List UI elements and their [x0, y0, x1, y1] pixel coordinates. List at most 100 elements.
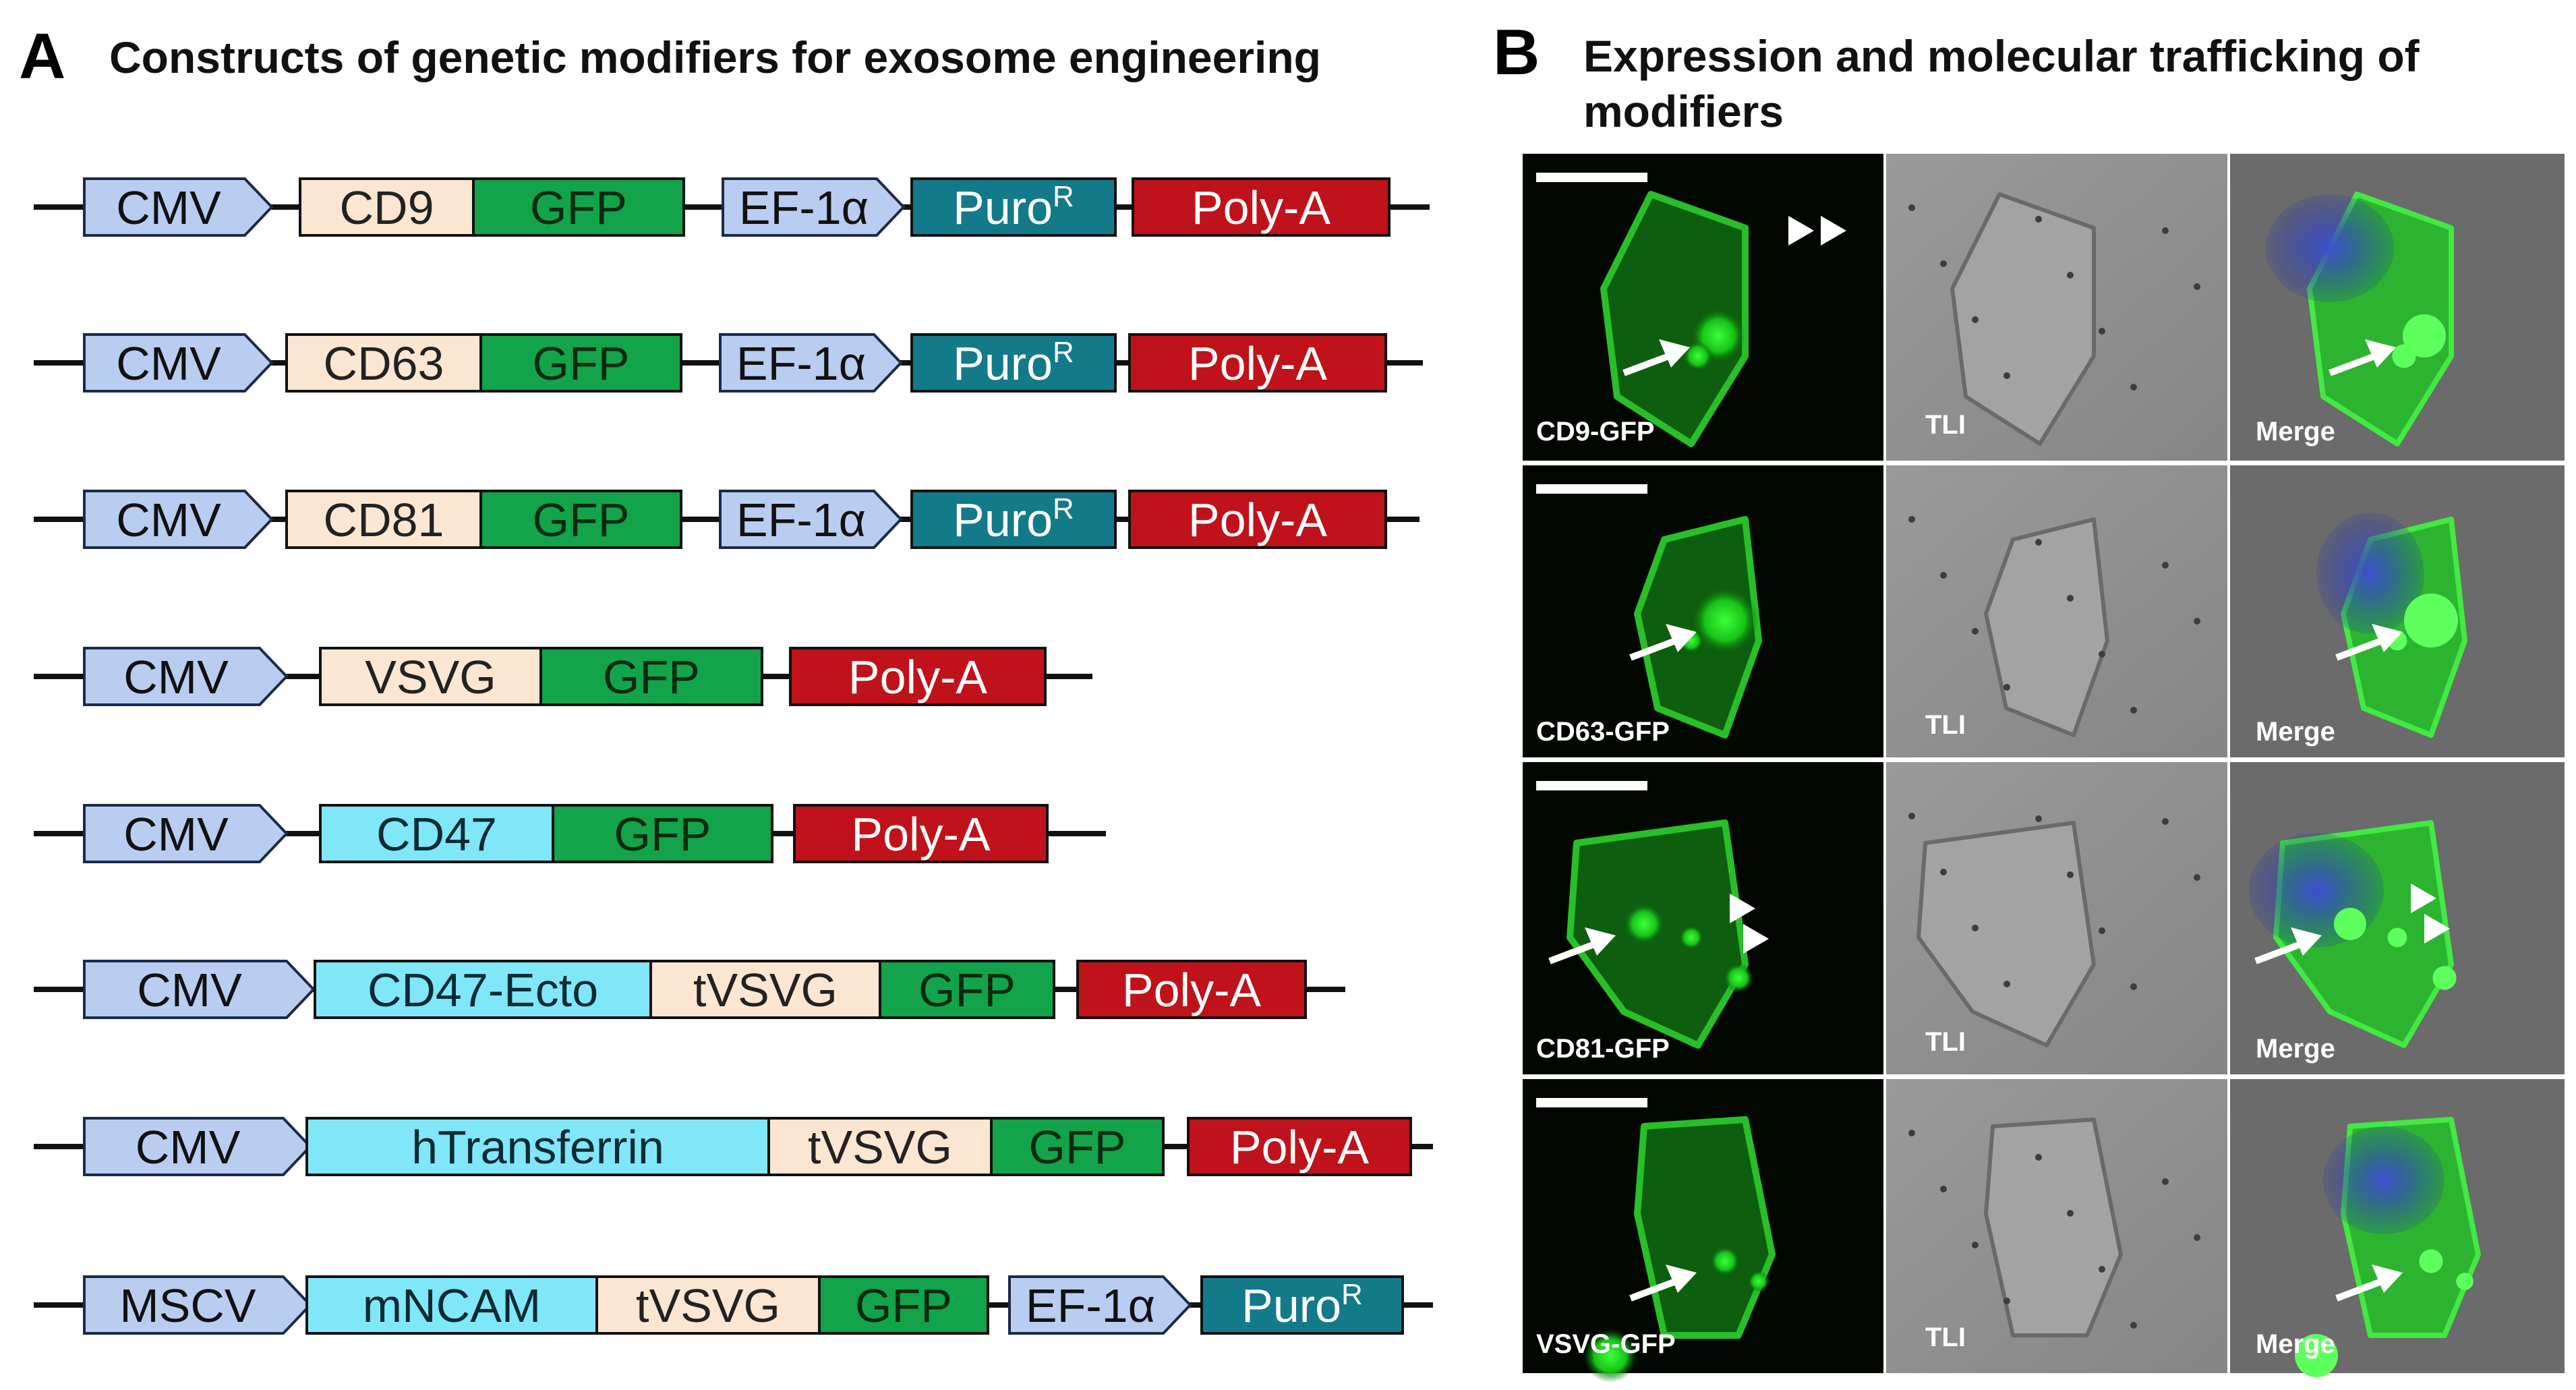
segment-label: EF-1α [1026, 1279, 1155, 1332]
vesicle [1679, 925, 1703, 950]
segment-label: EF-1α [739, 181, 869, 234]
vesicle [2334, 908, 2366, 940]
nucleus [2323, 1126, 2445, 1234]
cell-brightfield [1950, 192, 2096, 446]
debris-dot [1940, 572, 1947, 579]
vesicle [1583, 1329, 1637, 1383]
vesicle [2392, 344, 2416, 368]
debris-dot [2067, 871, 2074, 878]
promoter-arrow [83, 1117, 312, 1176]
vesicle [1724, 963, 1753, 993]
segment-label: CD47-Ecto [368, 964, 598, 1016]
vesicle [1710, 1246, 1740, 1276]
debris-dot [1972, 628, 1979, 635]
vesicle [1748, 1271, 1769, 1292]
arrowhead-icon [2424, 914, 2450, 944]
merge-image-label: Merge [2256, 1034, 2335, 1064]
segment-label: CMV [136, 1121, 241, 1174]
arrow-icon [2329, 339, 2396, 376]
segment-label-sup: R [1053, 336, 1074, 369]
gfp-image-label: CD9-GFP [1536, 417, 1655, 446]
panel-b-title-line2: modifiers [1583, 86, 1784, 136]
arrow-icon [2335, 1265, 2403, 1302]
segment-label: GFP [918, 964, 1016, 1016]
puro-segment [910, 177, 1117, 237]
debris-dot [2194, 874, 2200, 881]
gfp-image-label: VSVG-GFP [1536, 1329, 1676, 1359]
grid-divider [1523, 1074, 2565, 1078]
segment-label: PuroR [953, 336, 1074, 390]
scale-bar [1536, 173, 1647, 182]
polya-segment [1128, 490, 1387, 549]
vesicle [2387, 927, 2407, 948]
tli-image-label: TLI [1925, 410, 1966, 440]
segment-label-sup: R [1053, 180, 1074, 213]
debris-dot [1940, 869, 1947, 875]
segment-label: EF-1α [736, 494, 866, 546]
merge-image-label: Merge [2256, 1329, 2335, 1359]
promoter-arrow [83, 1275, 312, 1335]
debris-dot [2194, 283, 2200, 290]
merge-image-label: Merge [2256, 717, 2335, 747]
segment-label: Poly-A [848, 651, 987, 703]
debris-dot [2162, 227, 2169, 234]
cell-gfp [1634, 1116, 1776, 1339]
cyan-segment [305, 1117, 770, 1176]
puro-segment [910, 490, 1117, 549]
debris-dot [2194, 618, 2200, 625]
debris-dot [2130, 384, 2137, 390]
polya-segment [1076, 960, 1307, 1019]
promoter-arrow [719, 333, 903, 393]
grid-divider [1883, 154, 1886, 1373]
segment-label: Poly-A [1188, 494, 1327, 546]
segment-label: Poly-A [1192, 181, 1330, 234]
debris-dot [2130, 983, 2137, 990]
segment-label: CD9 [339, 181, 434, 234]
debris-dot [2162, 818, 2169, 825]
segment-label: hTransferrin [411, 1121, 664, 1174]
debris-dot [1972, 925, 1979, 931]
debris-dot [1940, 260, 1947, 267]
segment-label: GFP [533, 494, 630, 546]
gfp-segment [472, 177, 685, 237]
segment-label: Poly-A [1122, 964, 1261, 1016]
debris-dot [2130, 707, 2137, 714]
debris-dot [2035, 216, 2042, 223]
gfp-segment [479, 490, 682, 549]
segment-label: GFP [1029, 1121, 1126, 1174]
debris-dot [2035, 815, 2042, 822]
debris-dot [2067, 1210, 2074, 1217]
segment-label: GFP [533, 337, 630, 390]
gfp-segment [552, 804, 773, 863]
segment-label: CMV [116, 181, 221, 234]
debris-dot [2162, 562, 2169, 569]
arrowhead-icon [1730, 894, 1755, 923]
segment-label: Poly-A [1230, 1121, 1369, 1174]
cell-brightfield [1984, 1118, 2123, 1337]
segment-label: GFP [614, 808, 711, 861]
arrowhead-icon [1821, 216, 1846, 245]
gene-segment [299, 177, 475, 237]
gfp-segment [990, 1117, 1165, 1176]
debris-dot [2003, 981, 2010, 987]
debris-dot [1940, 1186, 1947, 1192]
gfp-image-label: CD81-GFP [1536, 1034, 1670, 1064]
segment-label: CMV [123, 808, 229, 861]
arrow-icon [1629, 624, 1697, 661]
vesicle [2403, 314, 2446, 357]
scale-bar [1536, 1098, 1647, 1107]
promoter-arrow [83, 647, 289, 706]
debris-dot [2035, 1154, 2042, 1161]
promoter-arrow [83, 490, 274, 549]
promoter-arrow [83, 177, 274, 237]
vesicle [2295, 1334, 2338, 1377]
gene-segment [285, 333, 482, 393]
